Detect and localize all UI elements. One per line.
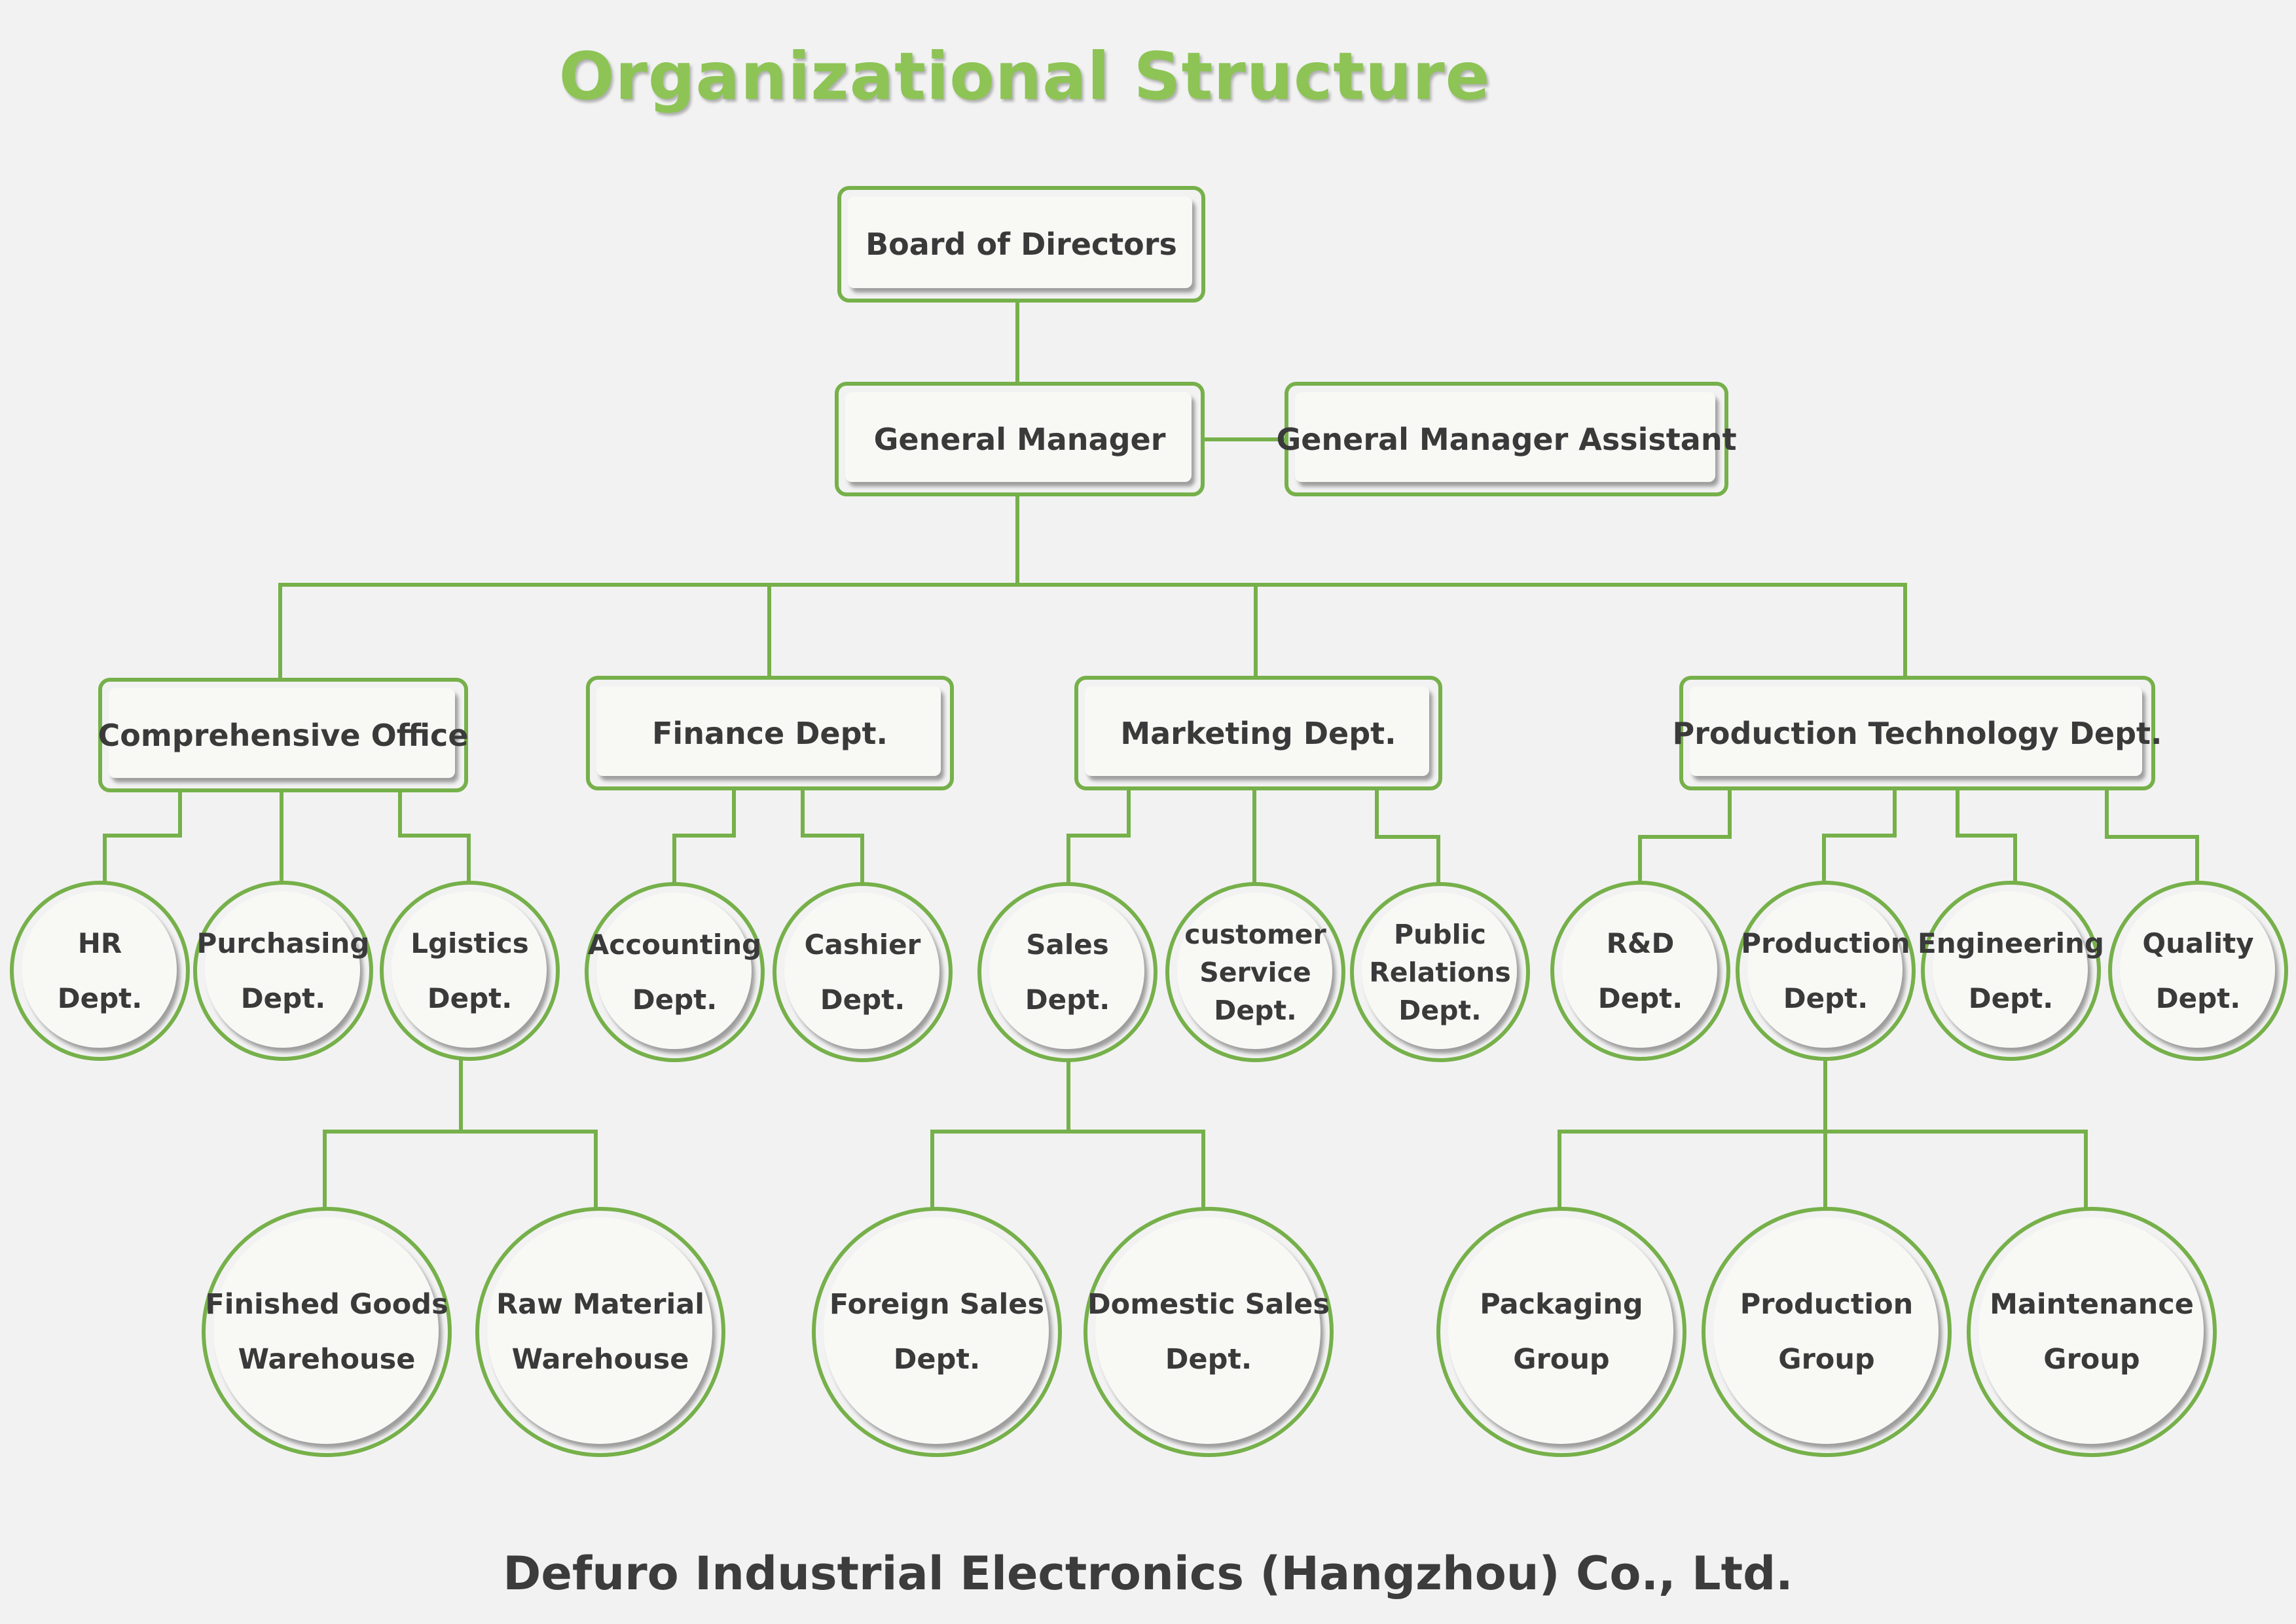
node-general-manager-assistant: General Manager Assistant — [1276, 382, 1737, 496]
node-production-technology-dept: Production Technology Dept. — [1673, 676, 2162, 790]
node-label: Board of Directors — [866, 227, 1177, 262]
connector-logistics-warehouses — [323, 1057, 598, 1213]
node-label: General Manager — [873, 421, 1166, 457]
node-marketing-dept: Marketing Dept. — [1074, 676, 1442, 790]
connector-marketing-subs — [1066, 787, 1440, 886]
node-board-of-directors: Board of Directors — [837, 186, 1205, 303]
page-title: Organizational Structure — [558, 38, 1491, 115]
node-label: General Manager Assistant — [1276, 421, 1737, 457]
connector-sales-subs — [930, 1058, 1205, 1213]
node-label: Production Technology Dept. — [1672, 715, 2162, 751]
node-general-manager: General Manager — [835, 382, 1205, 496]
node-finance-dept: Finance Dept. — [586, 676, 954, 790]
connector-production-groups — [1558, 1057, 2088, 1213]
connector-finance-subs — [672, 787, 864, 886]
company-name-footer: Defuro Industrial Electronics (Hangzhou)… — [503, 1547, 1793, 1600]
connector-comp-office-subs — [103, 788, 471, 886]
node-comprehensive-office: Comprehensive Office — [98, 678, 469, 792]
node-label: Finance Dept. — [652, 715, 888, 751]
node-label: Comprehensive Office — [98, 717, 469, 753]
node-label: Marketing Dept. — [1120, 715, 1396, 751]
connector-gm-depts — [278, 492, 1907, 682]
connector-prod-tech-subs — [1638, 787, 2199, 886]
